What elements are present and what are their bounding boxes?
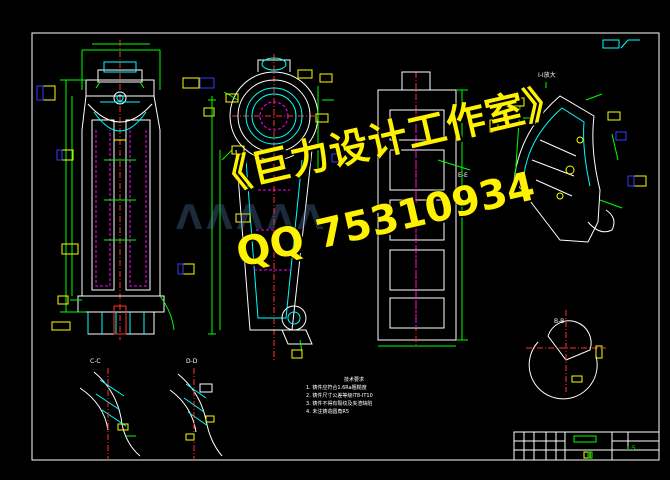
technical-requirements: 技术要求 1. 铸件应符合1.6Ra粗糙度 2. 铸件尺寸公差等级IT8-IT1… — [306, 376, 426, 436]
drawing-border — [31, 32, 660, 461]
side-view — [208, 54, 334, 360]
section-dd-view — [169, 368, 223, 460]
title-block — [513, 431, 660, 461]
callout-boxes-left — [36, 77, 215, 331]
tech-notes-title: 技术要求 — [344, 377, 365, 383]
section-label-dd: D-D — [186, 358, 198, 365]
callout-boxes-center — [225, 69, 343, 359]
callout-boxes-right — [489, 97, 647, 187]
title-block-scale: 1:5 — [626, 445, 636, 452]
background-watermark-logo: ΛΛΛΛΛ — [176, 198, 328, 238]
surface-roughness-symbol — [602, 39, 640, 49]
section-label-enlarged: I-I放大 — [538, 72, 556, 79]
tech-note-item: 4. 未注铸造圆角R5 — [306, 409, 350, 415]
section-label-cc: C-C — [90, 358, 101, 365]
tech-note-item: 1. 铸件应符合1.6Ra粗糙度 — [306, 385, 367, 391]
section-cc-view — [79, 368, 141, 460]
front-view — [60, 40, 175, 340]
section-label-bb: B-B — [554, 318, 565, 325]
section-label-ee: E-E — [458, 172, 468, 179]
enlarged-section-view — [506, 82, 623, 243]
section-bb-view — [526, 310, 606, 400]
tech-note-item: 2. 铸件尺寸公差等级IT8-IT10 — [306, 393, 373, 399]
frame-view — [377, 71, 471, 347]
tech-note-item: 3. 铸件不得有裂纹及夹渣缺陷 — [306, 401, 373, 407]
